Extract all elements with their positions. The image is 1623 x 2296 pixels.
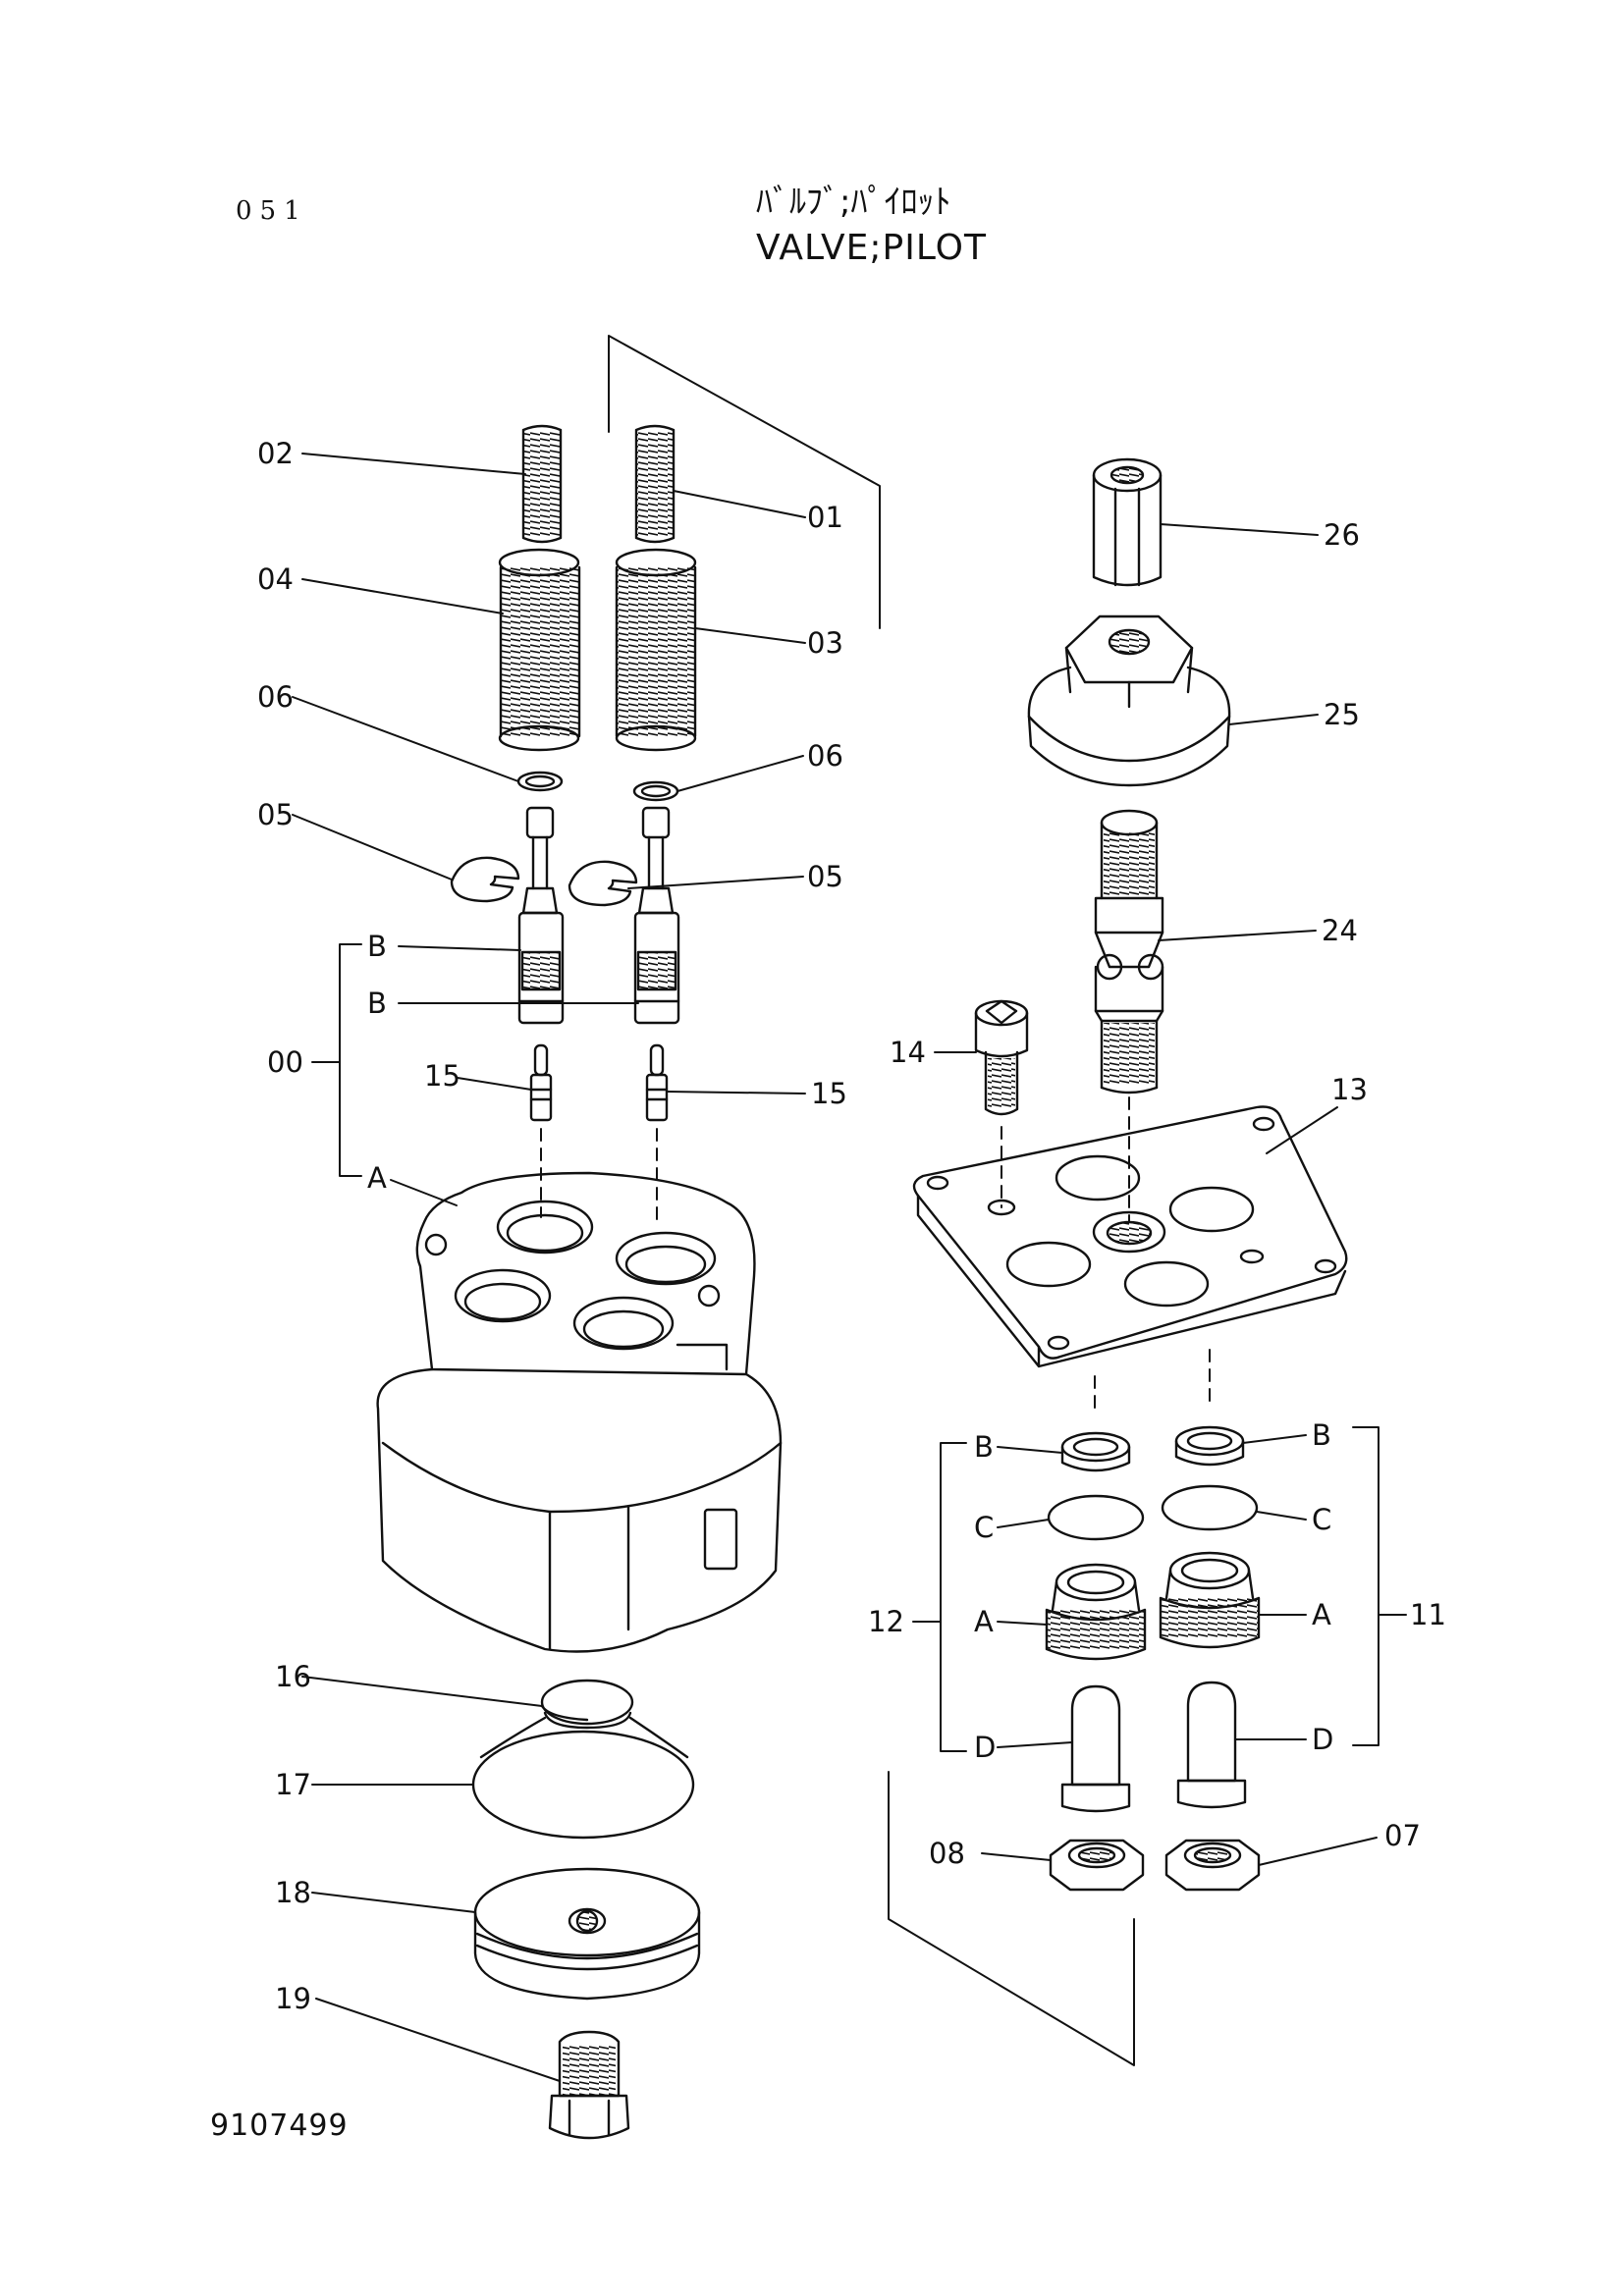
bushing-12b [1060,1431,1131,1472]
title-english: VALVE;PILOT [756,228,987,268]
spring-04 [498,548,581,752]
seal-16 [540,1679,634,1726]
nut-plate-25 [1027,614,1231,787]
universal-joint-24 [1094,809,1164,1095]
plunger-11d [1176,1681,1247,1809]
pin-15-right [645,1043,669,1122]
callout-12-b: B [974,1430,994,1464]
plug-11a [1159,1551,1261,1649]
plate-18 [473,1867,701,2001]
callout-05-right: 05 [807,860,843,893]
nut-07 [1164,1839,1261,1892]
washer-06-right [632,780,679,802]
callout-26: 26 [1324,518,1360,552]
bolt-19 [548,2030,630,2140]
callout-11-a: A [1312,1598,1331,1631]
callout-25: 25 [1324,698,1360,731]
gasket-plate-13 [912,1105,1348,1368]
clip-05-right [568,860,638,907]
plunger-12d [1060,1684,1131,1813]
drawing-number: 9107499 [210,2109,349,2143]
pusher-right [633,806,680,1025]
callout-b-upper: B [367,930,387,963]
washer-06-left [516,771,564,792]
clip-05-left [450,856,520,903]
o-ring-11c [1161,1484,1259,1531]
callout-a-casing: A [367,1161,387,1195]
callout-13: 13 [1331,1073,1368,1106]
callout-06-left: 06 [257,680,294,714]
callout-00: 00 [267,1045,303,1079]
callout-07: 07 [1384,1819,1421,1852]
title-japanese: ﾊﾞﾙﾌﾞ;ﾊﾟｲﾛｯﾄ [756,183,951,222]
spring-03 [615,548,697,752]
pin-15-left [529,1043,553,1122]
spring-01 [634,424,676,544]
callout-01: 01 [807,501,843,534]
callout-12-d: D [974,1731,996,1764]
o-ring-12c [1047,1494,1145,1541]
boot-17 [471,1730,695,1840]
callout-14: 14 [890,1036,926,1069]
callout-18: 18 [275,1876,311,1909]
page-number: 051 [236,196,308,226]
callout-03: 03 [807,626,843,660]
callout-08: 08 [929,1837,965,1870]
bolt-14 [974,999,1029,1116]
callout-02: 02 [257,437,294,470]
plug-12a [1045,1563,1147,1661]
callout-12: 12 [868,1605,904,1638]
callout-06-right: 06 [807,739,843,773]
bushing-11b [1174,1425,1245,1467]
callout-11-c: C [1312,1503,1331,1536]
callout-04: 04 [257,562,294,596]
callout-12-c: C [974,1511,994,1544]
callout-12-a: A [974,1605,994,1638]
callout-11: 11 [1410,1598,1446,1631]
hex-coupling-26 [1092,457,1163,587]
callout-15-right: 15 [811,1077,847,1110]
pusher-left [517,806,565,1025]
nut-08 [1049,1839,1145,1892]
spring-02 [521,424,563,544]
callout-11-d: D [1312,1723,1333,1756]
callout-24: 24 [1322,914,1358,947]
group-brackets [608,335,1135,2066]
callout-11-b: B [1312,1418,1331,1452]
leader-lines [292,453,1407,2082]
callout-16: 16 [275,1660,311,1693]
valve-casing [376,1171,783,1653]
callout-b-lower: B [367,987,387,1020]
callout-15-left: 15 [424,1059,460,1093]
callout-17: 17 [275,1768,311,1801]
callout-19: 19 [275,1982,311,2015]
callout-05-left: 05 [257,798,294,831]
